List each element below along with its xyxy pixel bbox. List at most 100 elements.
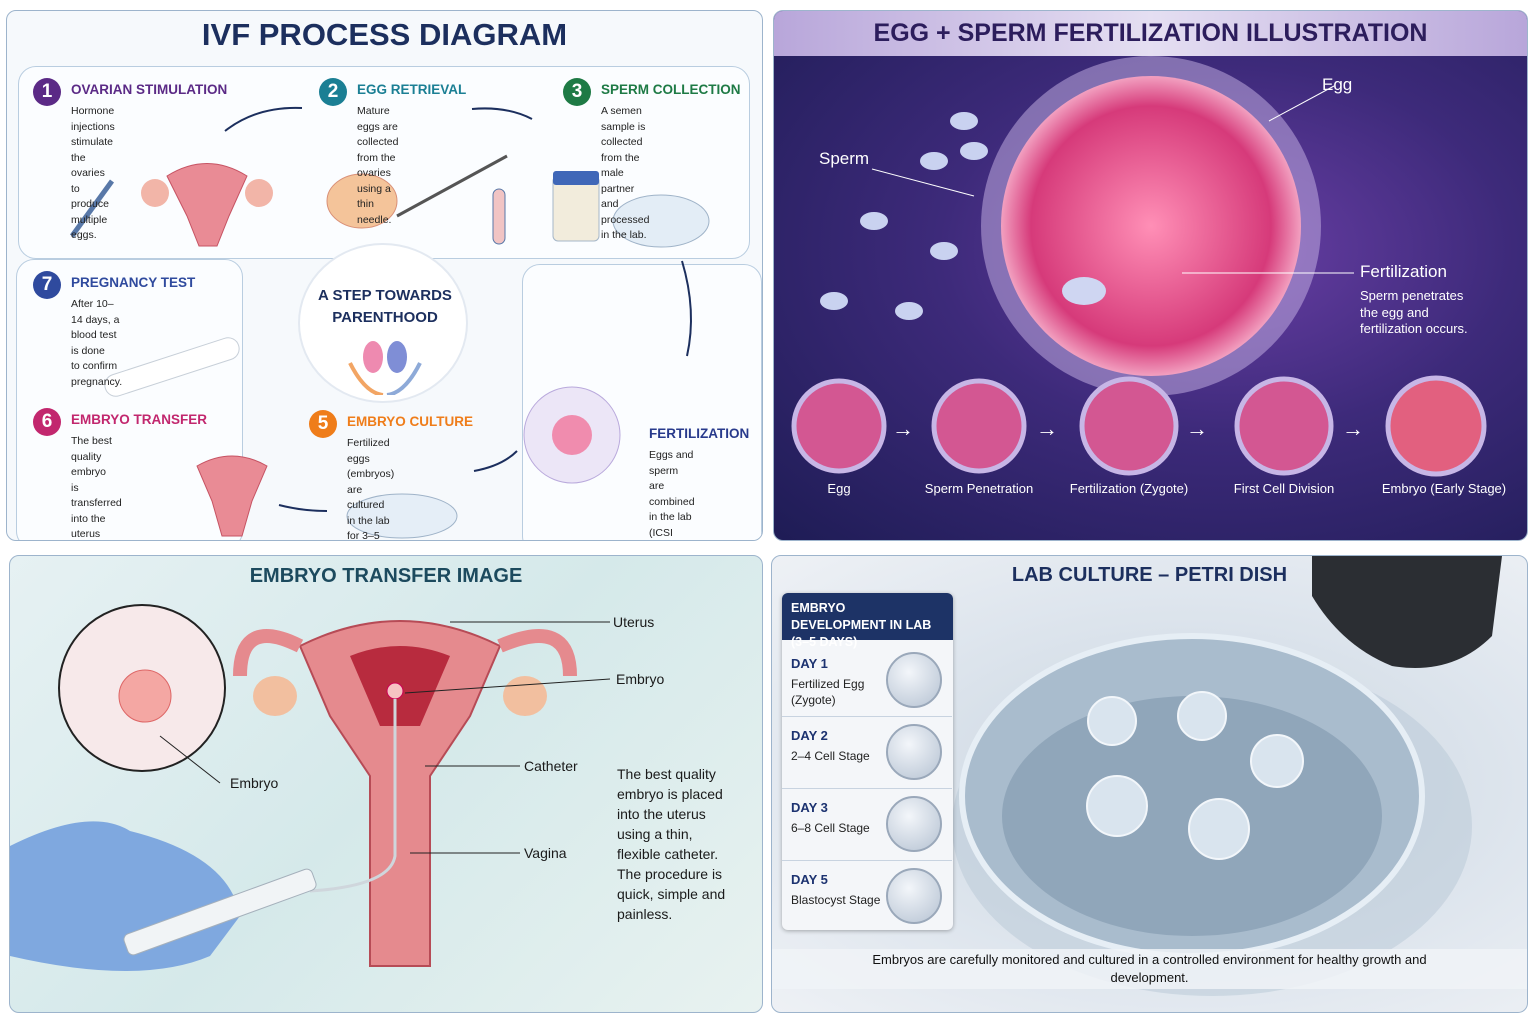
panel-title: IVF PROCESS DIAGRAM: [201, 17, 568, 52]
syringe-icon: [69, 179, 115, 238]
development-card: EMBRYO DEVELOPMENT IN LAB (3–5 DAYS) DAY…: [782, 593, 953, 930]
lab-culture-panel: LAB CULTURE – PETRI DISH EMBRYO DEVELOPM…: [771, 555, 1528, 1013]
vagina-label: Vagina: [524, 845, 567, 861]
uterus-label: Uterus: [613, 614, 655, 630]
day-desc: 2–4 Cell Stage: [791, 749, 870, 763]
day-label: DAY 3: [791, 800, 828, 815]
zygote-icon: [886, 652, 942, 708]
stage-icons: [791, 375, 1487, 477]
day-label: DAY 2: [791, 728, 828, 743]
step-title: SPERM COLLECTION: [601, 82, 741, 97]
transfer-description: The best quality embryo is placed into t…: [617, 766, 726, 922]
step-number: 1: [33, 78, 61, 106]
day-desc: 6–8 Cell Stage: [791, 821, 870, 835]
four-cell-icon: [886, 724, 942, 780]
gloved-hand: [10, 821, 317, 971]
uterus-transfer-icon: [196, 455, 268, 537]
egg-cell: [1001, 76, 1301, 376]
day-desc: Blastocyst Stage: [791, 893, 881, 907]
uterus-icon: [141, 163, 273, 247]
footprints-hands-icon: [348, 341, 422, 395]
step-desc: Hormone injections stimulate the ovaries…: [71, 105, 115, 241]
blastocyst-icon: [886, 868, 942, 924]
microscope-lens: [1312, 556, 1502, 668]
step-title: EMBRYO TRANSFER: [71, 412, 208, 427]
sample-cup-icon: [552, 175, 600, 242]
svg-text:→: →: [1186, 416, 1208, 441]
panel-title: EGG + SPERM FERTILIZATION ILLUSTRATION: [873, 19, 1428, 47]
catheter-label: Catheter: [524, 758, 578, 774]
step-title: PREGNANCY TEST: [71, 275, 196, 290]
step-desc: Fertilized eggs (embryos) are cultured i…: [347, 437, 395, 541]
pregnancy-test-icon: [104, 337, 240, 397]
stage-label: First Cell Division: [1233, 481, 1335, 496]
sperm-group: [820, 112, 988, 320]
culture-dish-icon: [346, 493, 458, 539]
stage-label: Embryo (Early Stage): [1381, 481, 1507, 496]
day-label: DAY 5: [791, 872, 828, 887]
arrow-icon: [473, 450, 518, 472]
arrow-icons: → → → →: [892, 416, 1364, 441]
fertilization-label: Fertilization: [1360, 262, 1447, 281]
test-tube-icon: [492, 188, 506, 245]
panel-title: EMBRYO TRANSFER IMAGE: [249, 565, 523, 587]
step-title: EMBRYO CULTURE: [347, 414, 473, 429]
step-desc: Mature eggs are collected from the ovari…: [357, 105, 399, 226]
catheter: [309, 699, 397, 893]
stage-label: Egg: [827, 481, 851, 496]
step-desc: The best quality embryo is transferred i…: [71, 435, 122, 540]
transfer-art: [10, 604, 611, 971]
arrow-icon: [471, 107, 533, 120]
embryo-cluster: [1086, 691, 1304, 860]
petri-dish-icon: [612, 194, 710, 248]
step-title: EGG RETRIEVAL: [357, 82, 467, 97]
step-number: 6: [33, 408, 61, 436]
card-title: EMBRYO DEVELOPMENT IN LAB (3–5 DAYS): [782, 593, 953, 649]
step-number: 5: [309, 410, 337, 438]
svg-text:→: →: [1342, 416, 1364, 441]
day-row: DAY 1 Fertilized Egg (Zygote): [782, 646, 952, 717]
step-title: FERTILIZATION: [649, 426, 750, 441]
caption: Embryos are carefully monitored and cult…: [772, 949, 1527, 989]
eight-cell-icon: [886, 796, 942, 852]
sperm-head: [1062, 277, 1106, 305]
inset-embryo-label: Embryo: [230, 775, 279, 791]
arrow-icon: [278, 504, 328, 512]
day-desc: Fertilized Egg (Zygote): [791, 677, 865, 707]
center-badge: A STEP TOWARDS PARENTHOOD: [298, 243, 468, 403]
left-steps-box: [16, 259, 243, 540]
ivf-process-panel: IVF PROCESS DIAGRAM A STEP TOWARDS PAREN…: [6, 10, 763, 541]
svg-text:→: →: [892, 416, 914, 441]
arrow-icon: [224, 106, 303, 132]
day-row: DAY 5 Blastocyst Stage: [782, 862, 952, 930]
svg-text:→: →: [1036, 416, 1058, 441]
day-row: DAY 2 2–4 Cell Stage: [782, 718, 952, 789]
center-title: A STEP TOWARDS PARENTHOOD: [318, 287, 452, 326]
step-number: 2: [319, 78, 347, 106]
step-number: 3: [563, 78, 591, 106]
fertilization-illustration-panel: EGG + SPERM FERTILIZATION ILLUSTRATION →…: [773, 10, 1528, 541]
fertilization-egg-icon: [523, 386, 621, 484]
stage-label: Sperm Penetration: [924, 481, 1034, 496]
fertilization-art: → → → →: [791, 56, 1487, 477]
embryo-transfer-panel: EMBRYO TRANSFER IMAGE Uterus Embryo Cath…: [9, 555, 763, 1013]
step-title: OVARIAN STIMULATION: [71, 82, 228, 97]
sperm-label: Sperm: [819, 149, 870, 168]
inset-circle: [58, 604, 226, 772]
step-desc: Eggs and sperm are combined in the lab (…: [649, 449, 695, 539]
illustrations: [69, 106, 710, 539]
day-row: DAY 3 6–8 Cell Stage: [782, 790, 952, 861]
ovary-needle-icon: [326, 154, 508, 229]
day-label: DAY 1: [791, 656, 828, 671]
step-desc: After 10–14 days, a blood test is done t…: [71, 298, 123, 388]
step-desc: A semen sample is collected from the mal…: [601, 105, 650, 241]
embryo-label: Embryo: [616, 671, 665, 687]
arrow-icon: [681, 260, 692, 357]
stage-label: Fertilization (Zygote): [1069, 481, 1189, 496]
fertilization-desc: Sperm penetrates the egg and fertilizati…: [1360, 288, 1468, 336]
uterus-illustration: [233, 620, 577, 967]
panel-title: LAB CULTURE – PETRI DISH: [1011, 564, 1288, 586]
egg-label: Egg: [1322, 75, 1353, 94]
title-bar: [774, 11, 1527, 56]
step-number: 7: [33, 271, 61, 299]
